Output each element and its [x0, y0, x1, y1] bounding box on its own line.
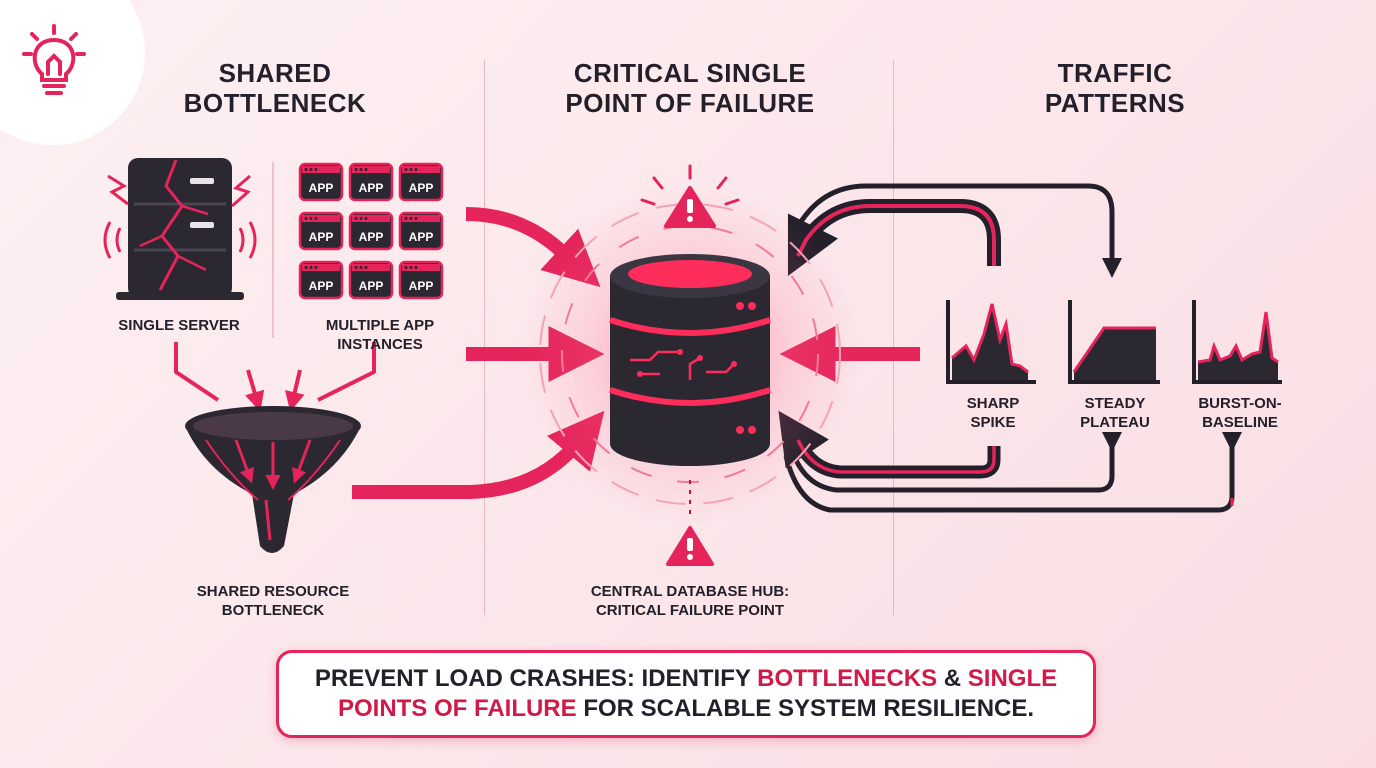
app-tile: APP [298, 260, 344, 300]
app-tile-label: APP [359, 279, 384, 293]
pattern-label-sharp-spike: Sharp Spike [936, 394, 1050, 432]
banner-text-part1: Prevent load crashes: identify [314, 665, 758, 692]
app-tile: APP [298, 162, 344, 202]
pattern-label-steady-plateau-line1: Steady [1084, 395, 1146, 412]
hub-label: Central Database Hub: Critical Failure P… [540, 582, 840, 620]
pattern-label-burst-on-baseline-line1: Burst-On- [1198, 395, 1282, 412]
hub-label-line1: Central Database Hub: [590, 583, 790, 600]
burst-on-baseline-chart [1192, 300, 1282, 384]
pattern-label-burst-on-baseline-line2: Baseline [1202, 414, 1278, 431]
app-tile-label: APP [409, 181, 434, 195]
app-tile-label: APP [409, 279, 434, 293]
pattern-label-steady-plateau: Steady Plateau [1058, 394, 1172, 432]
app-tile-label: APP [359, 230, 384, 244]
banner-highlight-spof: single points of failure [337, 665, 1058, 722]
app-tile-label: APP [309, 230, 334, 244]
app-tile: APP [348, 162, 394, 202]
bottleneck-title-line2: Bottleneck [183, 88, 367, 118]
banner-highlight-bottlenecks: bottlenecks [757, 665, 938, 692]
warning-icon-top [640, 164, 740, 228]
summary-banner-text: Prevent load crashes: identify bottlenec… [309, 664, 1063, 724]
app-tile: APP [398, 162, 444, 202]
app-tile: APP [298, 211, 344, 251]
divider-left [484, 60, 485, 615]
lightbulb-icon [22, 24, 86, 95]
pattern-label-burst-on-baseline: Burst-On- Baseline [1178, 394, 1302, 432]
single-server-icon [103, 158, 257, 300]
funnel-label: Shared Resource Bottleneck [150, 582, 396, 620]
app-tile: APP [398, 211, 444, 251]
app-tile: APP [398, 260, 444, 300]
traffic-title: Traffic Patterns [985, 58, 1245, 118]
funnel-label-line1: Shared Resource [196, 583, 350, 600]
traffic-title-line2: Patterns [1044, 88, 1186, 118]
divider-right [893, 60, 894, 615]
hub-label-line2: Critical Failure Point [595, 602, 785, 619]
funnel-label-line2: Bottleneck [221, 602, 325, 619]
spof-title-line2: Point of Failure [565, 88, 815, 118]
app-tile-label: APP [309, 181, 334, 195]
funnel-icon [174, 342, 376, 553]
app-tile: APP [348, 260, 394, 300]
app-instances-label-line1: Multiple App [325, 317, 435, 334]
warning-icon-bottom [666, 526, 714, 566]
app-instances-label: Multiple App Instances [280, 316, 480, 354]
database-hub-icon [520, 184, 860, 524]
app-tile-label: APP [359, 181, 384, 195]
app-tile-label: APP [309, 279, 334, 293]
app-tile: APP [348, 211, 394, 251]
banner-text-part2: & [937, 665, 968, 692]
steady-plateau-chart [1068, 300, 1160, 384]
app-tile-label: APP [409, 230, 434, 244]
spof-title: Critical Single Point of Failure [520, 58, 860, 118]
bottleneck-title: Shared Bottleneck [135, 58, 415, 118]
spof-title-line1: Critical Single [573, 58, 807, 88]
summary-banner: Prevent load crashes: identify bottlenec… [276, 650, 1096, 738]
app-instances-label-line2: Instances [337, 336, 423, 353]
pattern-label-sharp-spike-line1: Sharp [966, 395, 1020, 412]
traffic-title-line1: Traffic [1057, 58, 1173, 88]
pattern-label-sharp-spike-line2: Spike [970, 414, 1016, 431]
sharp-spike-chart [946, 300, 1036, 384]
bottleneck-title-line1: Shared [218, 58, 332, 88]
app-instances-grid: APP APP APP APP APP APP APP APP APP [298, 162, 444, 300]
banner-text-part3: for scalable system resilience. [576, 695, 1035, 722]
pattern-label-steady-plateau-line2: Plateau [1080, 414, 1150, 431]
single-server-label: Single Server [118, 317, 240, 334]
